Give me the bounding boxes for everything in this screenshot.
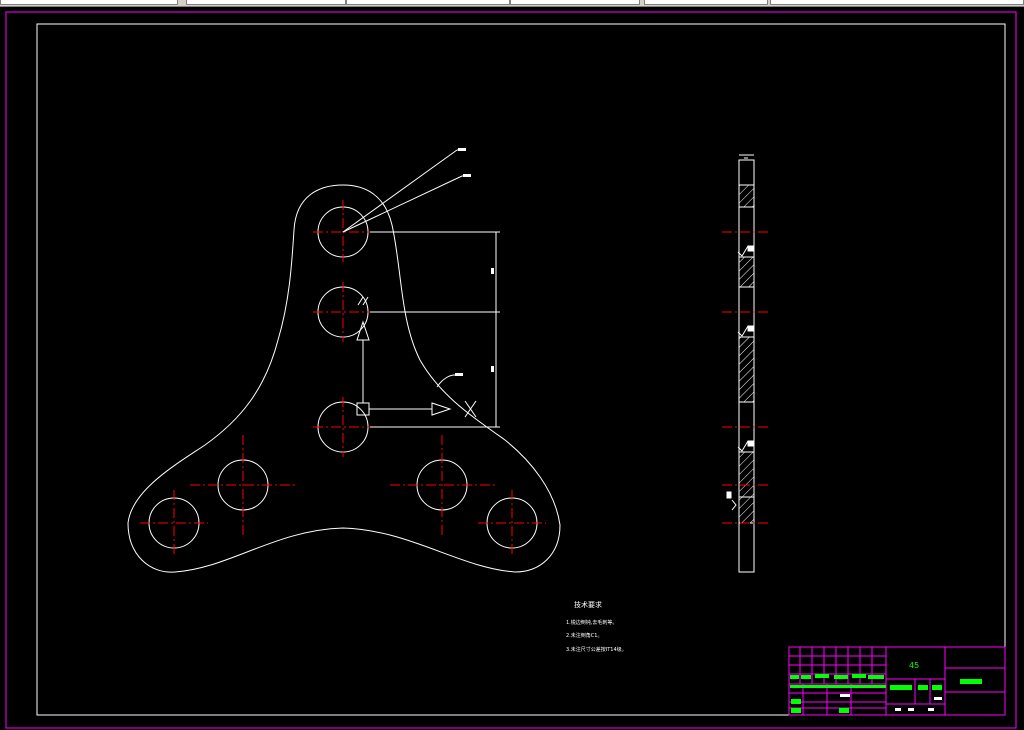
title-block-fields: [790, 674, 982, 713]
material-label: 45: [909, 661, 919, 670]
leader-lines: [342, 149, 470, 388]
drawing-canvas[interactable]: 技术要求 1.锐边倒钝,去毛刺等。 2.未注倒角C1。 3.未注尺寸公差按IT1…: [0, 6, 1024, 730]
toolbar-field-1[interactable]: [0, 0, 178, 5]
leader-tags: [455, 148, 471, 376]
toolbar: [0, 0, 1024, 7]
title-block-small-text: [840, 694, 942, 711]
dimension-lines: [370, 231, 500, 428]
tech-req-line-2: 2.未注倒角C1。: [566, 632, 602, 639]
hole-low: [317, 401, 369, 453]
tech-req-heading: 技术要求: [574, 600, 602, 609]
toolbar-field-4[interactable]: [510, 0, 640, 5]
centerlines: [140, 200, 546, 556]
outer-frame: [5, 11, 1017, 729]
toolbar-field-3[interactable]: [346, 0, 510, 5]
tech-req-line-1: 1.锐边倒钝,去毛刺等。: [566, 619, 617, 626]
toolbar-field-5[interactable]: [644, 0, 768, 5]
toolbar-field-2[interactable]: [186, 0, 346, 5]
dimension-text: [491, 268, 494, 372]
side-view-centerlines: [722, 231, 770, 524]
drawing-frame: [36, 23, 1006, 716]
ucs-icon: [356, 296, 477, 418]
technical-requirements: 技术要求 1.锐边倒钝,去毛刺等。 2.未注倒角C1。 3.未注尺寸公差按IT1…: [566, 600, 627, 653]
plate-outline: [127, 184, 561, 573]
tech-req-line-3: 3.未注尺寸公差按IT14级。: [566, 646, 627, 653]
side-view-hatching: [738, 184, 755, 524]
toolbar-field-6[interactable]: [770, 0, 1024, 5]
surface-roughness-marks: [726, 245, 755, 511]
